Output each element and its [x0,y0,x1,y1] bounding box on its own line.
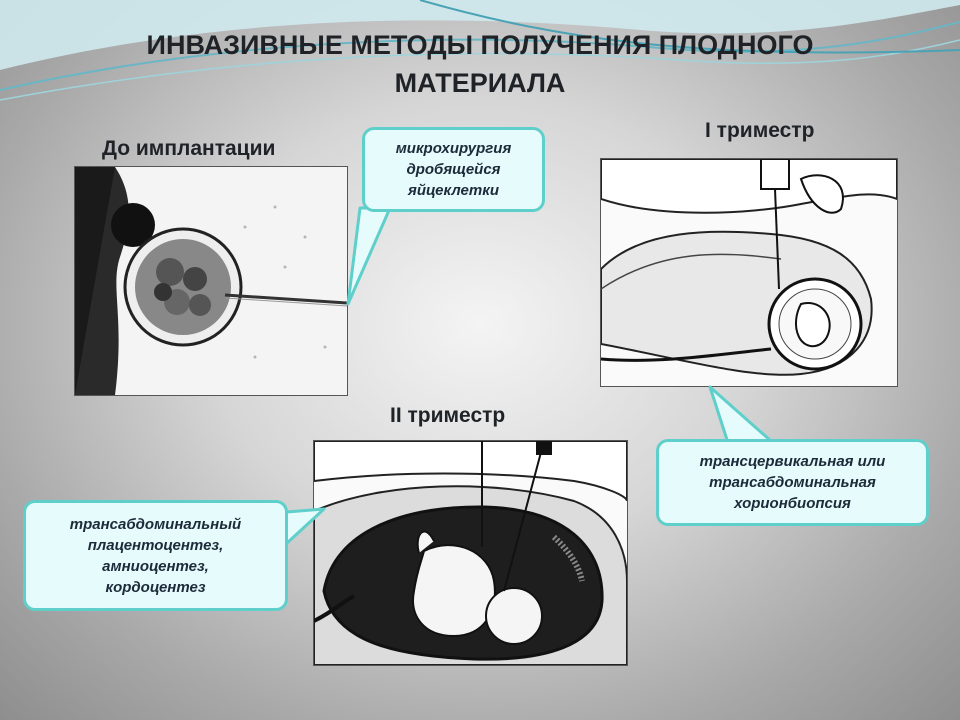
callout-microsurgery: микрохирургия дробящейся яйцеклетки [362,127,545,212]
label-trimester-2: II триместр [390,404,506,427]
callout-chorion-biopsy: трансцервикальная или трансабдоминальная… [656,439,929,526]
chorionic-biopsy-illustration [600,158,898,387]
amniocentesis-illustration [313,440,628,666]
label-preimplantation: До имплантации [102,137,276,160]
page-title: ИНВАЗИВНЫЕ МЕТОДЫ ПОЛУЧЕНИЯ ПЛОДНОГО МАТ… [60,26,900,102]
callout-amniocentesis-text: трансабдоминальный плацентоцентез, амнио… [69,515,242,596]
callout-amniocentesis: трансабдоминальный плацентоцентез, амнио… [23,500,288,611]
page-title-line1: ИНВАЗИВНЫЕ МЕТОДЫ ПОЛУЧЕНИЯ ПЛОДНОГО [146,30,814,60]
page-title-line2: МАТЕРИАЛА [394,68,566,98]
callout-microsurgery-text: микрохирургия дробящейся яйцеклетки [395,140,512,199]
callout-chorion-biopsy-text: трансцервикальная или трансабдоминальная… [699,453,886,512]
header-wave-decoration [0,0,960,101]
label-trimester-1: I триместр [705,119,815,142]
callout-microsurgery-pointer [346,206,392,306]
oocyte-micrograph [74,166,348,396]
